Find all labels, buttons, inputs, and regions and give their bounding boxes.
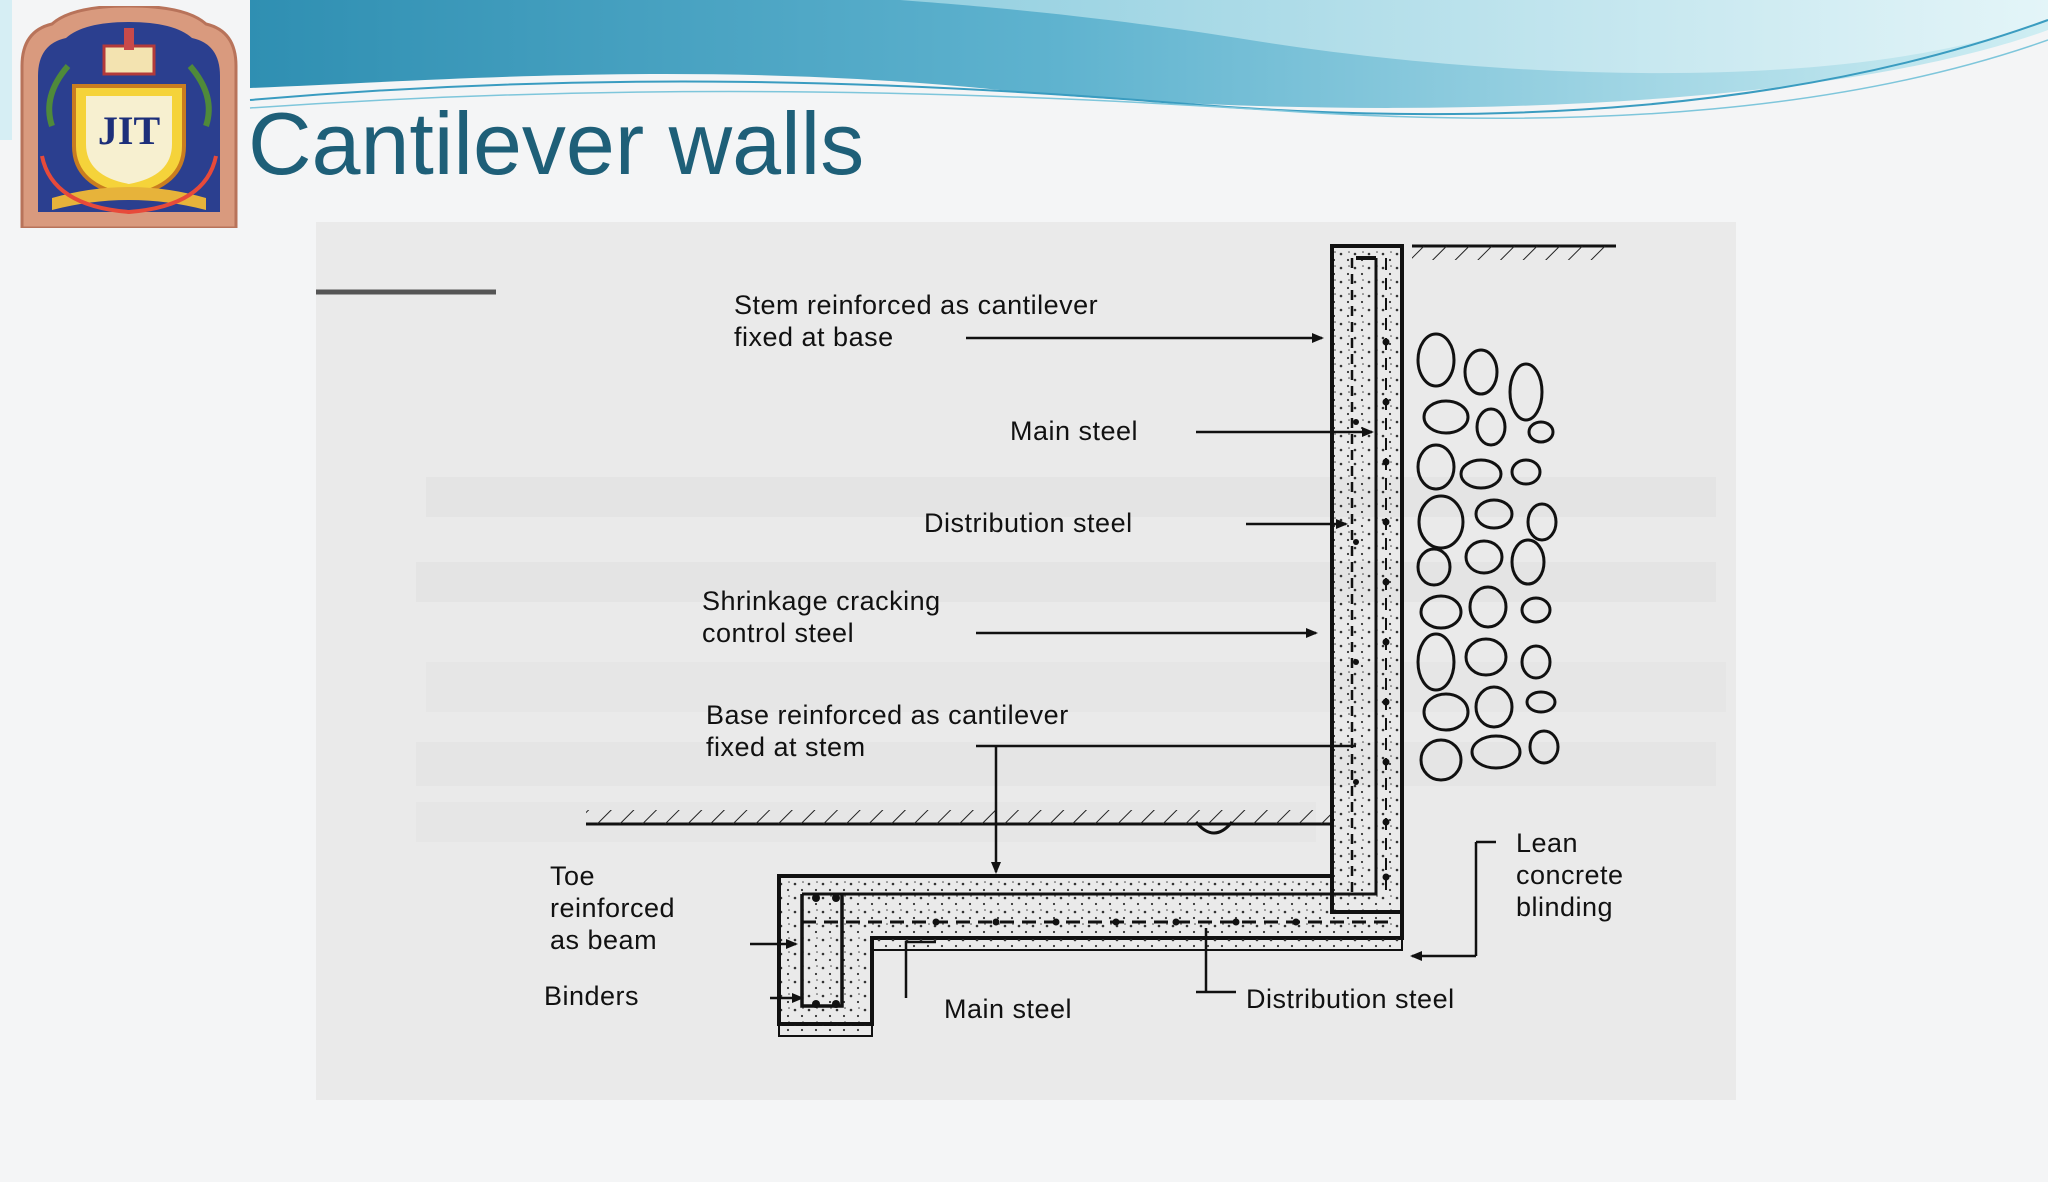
slide-title: Cantilever walls [248, 94, 865, 193]
label-base-line2: fixed at stem [706, 732, 866, 762]
leader-arrowheads [786, 333, 1422, 1003]
label-lean-line2: concrete [1516, 860, 1624, 890]
label-lean-line3: blinding [1516, 892, 1613, 922]
label-toe-line1: Toe [550, 861, 595, 891]
logo-text: JIT [98, 108, 161, 153]
label-shrinkage-line1: Shrinkage cracking [702, 586, 941, 616]
label-binders: Binders [544, 981, 639, 1011]
header-banner [0, 0, 2048, 140]
retained-ground [1412, 244, 1616, 260]
label-base-line1: Base reinforced as cantilever [706, 700, 1069, 730]
faint-background-text [416, 477, 1726, 842]
label-shrinkage-line2: control steel [702, 618, 854, 648]
label-distribution-steel-top: Distribution steel [924, 508, 1133, 538]
wall-stem [1330, 244, 1404, 914]
leader-lines [750, 336, 1496, 1000]
front-ground [586, 810, 1332, 835]
label-stem-line1: Stem reinforced as cantilever [734, 290, 1098, 320]
wall-base [777, 874, 1404, 1026]
label-distribution-steel-bottom: Distribution steel [1246, 984, 1455, 1014]
label-main-steel-bottom: Main steel [944, 994, 1072, 1024]
label-main-steel-top: Main steel [1010, 416, 1138, 446]
label-stem-line2: fixed at base [734, 322, 894, 352]
label-toe-line2: reinforced [550, 893, 675, 923]
institution-logo: JIT [20, 6, 238, 228]
lean-blinding [778, 937, 1403, 1037]
label-lean-line1: Lean [1516, 828, 1578, 858]
label-toe-line3: as beam [550, 925, 657, 955]
diagram-drawing: Stem reinforced as cantilever fixed at b… [316, 244, 1726, 1037]
backfill-stones [1416, 332, 1560, 782]
cantilever-wall-diagram: Stem reinforced as cantilever fixed at b… [316, 222, 1736, 1100]
